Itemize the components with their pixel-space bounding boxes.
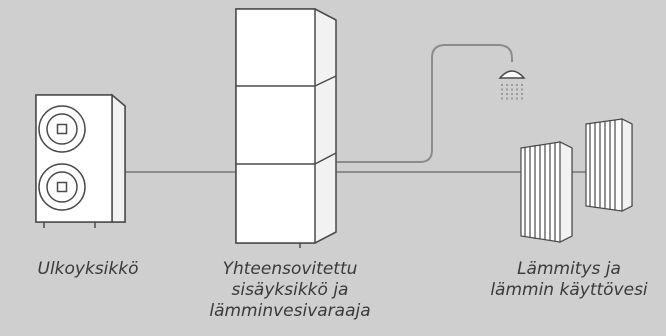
heating-label: Lämmitys ja lämmin käyttövesi bbox=[472, 259, 666, 301]
pipe-indoor-to-shower bbox=[336, 44, 513, 163]
connection-pipes bbox=[125, 44, 586, 173]
indoor-unit-icon bbox=[235, 8, 337, 248]
indoor-unit-label-line-2: sisäyksikkö ja bbox=[231, 280, 349, 300]
indoor-unit-label: Yhteensovitettu sisäyksikkö ja lämminves… bbox=[192, 259, 388, 322]
heating-label-line-2: lämmin käyttövesi bbox=[490, 280, 648, 300]
outdoor-unit-label: Ulkoyksikkö bbox=[0, 259, 176, 280]
indoor-unit-label-line-3: lämminvesivaraaja bbox=[209, 301, 371, 321]
radiator-icon-back bbox=[585, 118, 633, 212]
shower-icon bbox=[498, 70, 526, 102]
indoor-unit-label-line-1: Yhteensovitettu bbox=[222, 259, 358, 279]
heating-label-line-1: Lämmitys ja bbox=[517, 259, 621, 279]
outdoor-unit-icon bbox=[35, 93, 126, 228]
radiator-icon-front bbox=[520, 141, 573, 243]
outdoor-unit-label-line: Ulkoyksikkö bbox=[37, 259, 139, 279]
